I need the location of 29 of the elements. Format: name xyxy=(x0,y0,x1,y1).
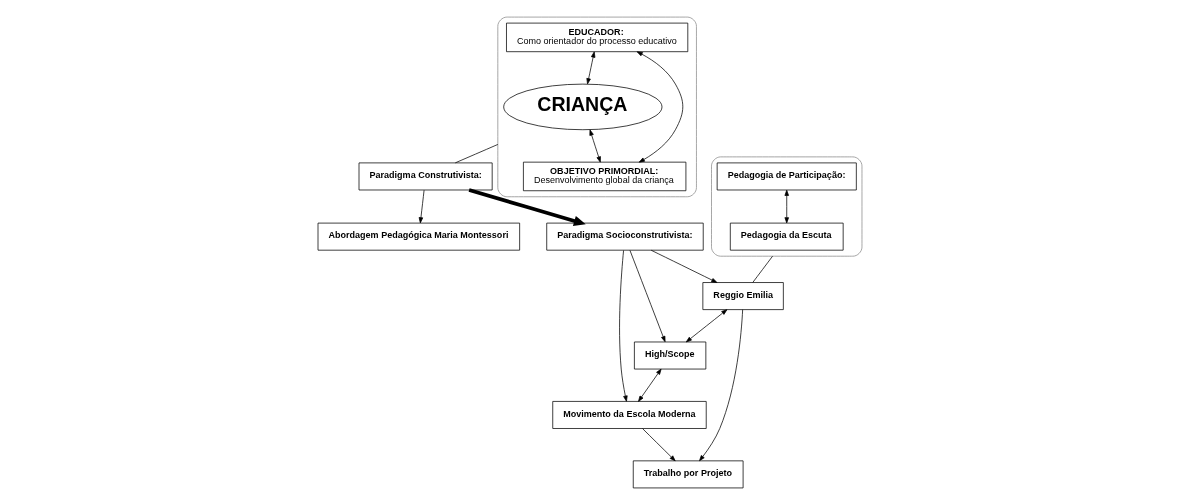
node-box: Pedagogia da Escuta xyxy=(729,222,844,251)
node-ellipse: CRIANÇA xyxy=(502,83,662,131)
node-box: High/Scope xyxy=(633,341,706,370)
arrow xyxy=(637,368,661,402)
node-box: Abordagem Pedagógica Maria Montessori xyxy=(317,222,520,251)
arrow xyxy=(629,250,665,343)
arrow xyxy=(784,189,789,224)
node-box: Trabalho por Projeto xyxy=(632,460,743,489)
node-box: Paradigma Socioconstrutivista: xyxy=(545,222,704,251)
node-box: EDUCADOR: Como orientador do processo educativo xyxy=(505,22,688,53)
node-box: Paradigma Construtivista: xyxy=(358,162,493,191)
cluster xyxy=(496,16,697,198)
cluster xyxy=(710,156,862,257)
node-box: Reggio Emilia xyxy=(701,282,784,310)
node-box: Pedagogia de Participação: xyxy=(716,162,857,191)
node-box: Movimento da Escola Moderna xyxy=(551,401,707,429)
arrow xyxy=(650,249,717,283)
arrow xyxy=(588,129,601,163)
arrow xyxy=(641,428,676,462)
connector xyxy=(454,144,498,164)
node-box: OBJETIVO PRIMORDIAL: Desenvolvimento global da criança xyxy=(522,161,686,192)
arrow xyxy=(618,250,628,402)
arrow xyxy=(585,51,595,85)
arrow xyxy=(468,188,586,226)
arrow xyxy=(418,189,424,224)
arrow xyxy=(636,51,683,163)
arrow xyxy=(685,309,727,343)
arrow xyxy=(698,309,743,462)
connector xyxy=(751,255,773,283)
